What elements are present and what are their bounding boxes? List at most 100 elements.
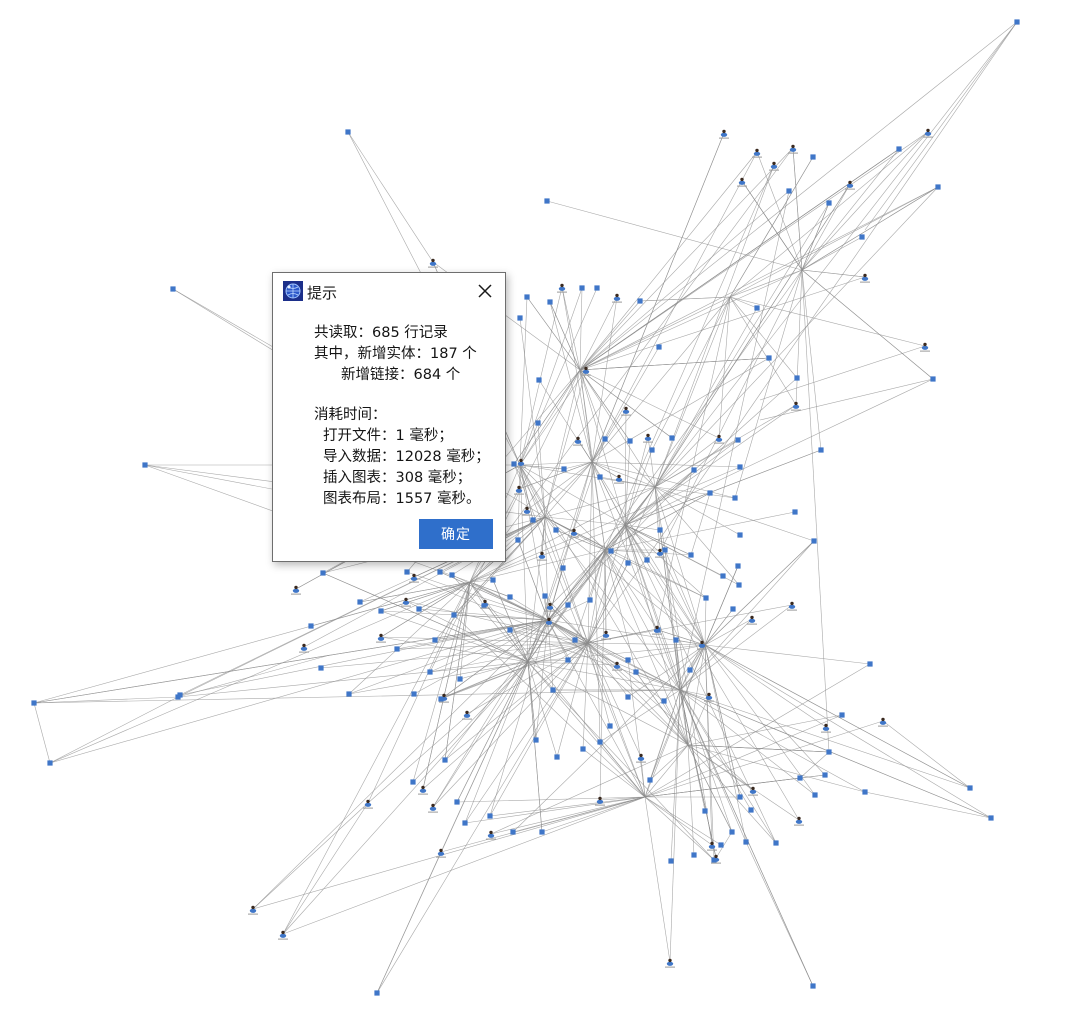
person-node-icon[interactable] bbox=[737, 177, 747, 187]
person-node-icon[interactable] bbox=[537, 551, 547, 561]
entity-node-icon[interactable] bbox=[967, 785, 973, 791]
person-node-icon[interactable] bbox=[428, 803, 438, 813]
entity-node-icon[interactable] bbox=[644, 557, 650, 563]
entity-node-icon[interactable] bbox=[826, 749, 832, 755]
entity-node-icon[interactable] bbox=[703, 595, 709, 601]
entity-node-icon[interactable] bbox=[649, 447, 655, 453]
person-node-icon[interactable] bbox=[418, 785, 428, 795]
entity-node-icon[interactable] bbox=[735, 437, 741, 443]
person-node-icon[interactable] bbox=[486, 830, 496, 840]
entity-node-icon[interactable] bbox=[702, 808, 708, 814]
entity-node-icon[interactable] bbox=[565, 602, 571, 608]
person-node-icon[interactable] bbox=[291, 585, 301, 595]
entity-node-icon[interactable] bbox=[786, 188, 792, 194]
entity-node-icon[interactable] bbox=[553, 527, 559, 533]
entity-node-icon[interactable] bbox=[625, 560, 631, 566]
entity-node-icon[interactable] bbox=[47, 760, 53, 766]
ok-button[interactable]: 确定 bbox=[419, 519, 493, 549]
entity-node-icon[interactable] bbox=[404, 569, 410, 575]
person-node-icon[interactable] bbox=[621, 406, 631, 416]
entity-node-icon[interactable] bbox=[896, 146, 902, 152]
entity-node-icon[interactable] bbox=[345, 129, 351, 135]
close-icon[interactable] bbox=[473, 279, 497, 303]
person-node-icon[interactable] bbox=[794, 816, 804, 826]
entity-node-icon[interactable] bbox=[449, 572, 455, 578]
entity-node-icon[interactable] bbox=[737, 464, 743, 470]
entity-node-icon[interactable] bbox=[669, 435, 675, 441]
entity-node-icon[interactable] bbox=[935, 184, 941, 190]
entity-node-icon[interactable] bbox=[308, 623, 314, 629]
entity-node-icon[interactable] bbox=[754, 305, 760, 311]
entity-node-icon[interactable] bbox=[511, 461, 517, 467]
person-node-icon[interactable] bbox=[787, 601, 797, 611]
person-node-icon[interactable] bbox=[707, 841, 717, 851]
entity-node-icon[interactable] bbox=[427, 669, 433, 675]
person-node-icon[interactable] bbox=[278, 930, 288, 940]
entity-node-icon[interactable] bbox=[673, 637, 679, 643]
dialog-titlebar[interactable]: 提示 bbox=[273, 273, 505, 309]
entity-node-icon[interactable] bbox=[550, 687, 556, 693]
person-node-icon[interactable] bbox=[436, 848, 446, 858]
entity-node-icon[interactable] bbox=[394, 646, 400, 652]
entity-node-icon[interactable] bbox=[625, 657, 631, 663]
person-node-icon[interactable] bbox=[363, 799, 373, 809]
entity-node-icon[interactable] bbox=[862, 789, 868, 795]
entity-node-icon[interactable] bbox=[668, 858, 674, 864]
person-node-icon[interactable] bbox=[516, 458, 526, 468]
entity-node-icon[interactable] bbox=[602, 436, 608, 442]
entity-node-icon[interactable] bbox=[607, 723, 613, 729]
entity-node-icon[interactable] bbox=[547, 299, 553, 305]
entity-node-icon[interactable] bbox=[608, 548, 614, 554]
person-node-icon[interactable] bbox=[462, 710, 472, 720]
entity-node-icon[interactable] bbox=[378, 608, 384, 614]
entity-node-icon[interactable] bbox=[454, 799, 460, 805]
person-node-icon[interactable] bbox=[581, 366, 591, 376]
entity-node-icon[interactable] bbox=[318, 665, 324, 671]
entity-node-icon[interactable] bbox=[794, 375, 800, 381]
entity-node-icon[interactable] bbox=[625, 694, 631, 700]
person-node-icon[interactable] bbox=[752, 148, 762, 158]
entity-node-icon[interactable] bbox=[811, 538, 817, 544]
entity-node-icon[interactable] bbox=[346, 691, 352, 697]
person-node-icon[interactable] bbox=[299, 643, 309, 653]
entity-node-icon[interactable] bbox=[633, 669, 639, 675]
entity-node-icon[interactable] bbox=[737, 532, 743, 538]
entity-node-icon[interactable] bbox=[859, 234, 865, 240]
person-node-icon[interactable] bbox=[612, 293, 622, 303]
entity-node-icon[interactable] bbox=[517, 315, 523, 321]
entity-node-icon[interactable] bbox=[657, 527, 663, 533]
person-node-icon[interactable] bbox=[409, 573, 419, 583]
person-node-icon[interactable] bbox=[923, 128, 933, 138]
person-node-icon[interactable] bbox=[612, 661, 622, 671]
person-node-icon[interactable] bbox=[428, 258, 438, 268]
person-node-icon[interactable] bbox=[401, 597, 411, 607]
person-node-icon[interactable] bbox=[573, 436, 583, 446]
person-node-icon[interactable] bbox=[711, 854, 721, 864]
entity-node-icon[interactable] bbox=[729, 829, 735, 835]
person-node-icon[interactable] bbox=[614, 474, 624, 484]
person-node-icon[interactable] bbox=[514, 485, 524, 495]
entity-node-icon[interactable] bbox=[374, 990, 380, 996]
entity-node-icon[interactable] bbox=[718, 842, 724, 848]
entity-node-icon[interactable] bbox=[357, 599, 363, 605]
entity-node-icon[interactable] bbox=[735, 563, 741, 569]
entity-node-icon[interactable] bbox=[661, 698, 667, 704]
entity-node-icon[interactable] bbox=[732, 495, 738, 501]
entity-node-icon[interactable] bbox=[462, 820, 468, 826]
entity-node-icon[interactable] bbox=[691, 467, 697, 473]
entity-node-icon[interactable] bbox=[142, 462, 148, 468]
person-node-icon[interactable] bbox=[845, 180, 855, 190]
person-node-icon[interactable] bbox=[376, 633, 386, 643]
entity-node-icon[interactable] bbox=[177, 692, 183, 698]
person-node-icon[interactable] bbox=[719, 129, 729, 139]
entity-node-icon[interactable] bbox=[539, 829, 545, 835]
entity-node-icon[interactable] bbox=[410, 779, 416, 785]
person-node-icon[interactable] bbox=[697, 640, 707, 650]
person-node-icon[interactable] bbox=[545, 602, 555, 612]
person-node-icon[interactable] bbox=[878, 717, 888, 727]
person-node-icon[interactable] bbox=[248, 905, 258, 915]
entity-node-icon[interactable] bbox=[766, 355, 772, 361]
person-node-icon[interactable] bbox=[522, 506, 532, 516]
entity-node-icon[interactable] bbox=[839, 712, 845, 718]
entity-node-icon[interactable] bbox=[818, 447, 824, 453]
